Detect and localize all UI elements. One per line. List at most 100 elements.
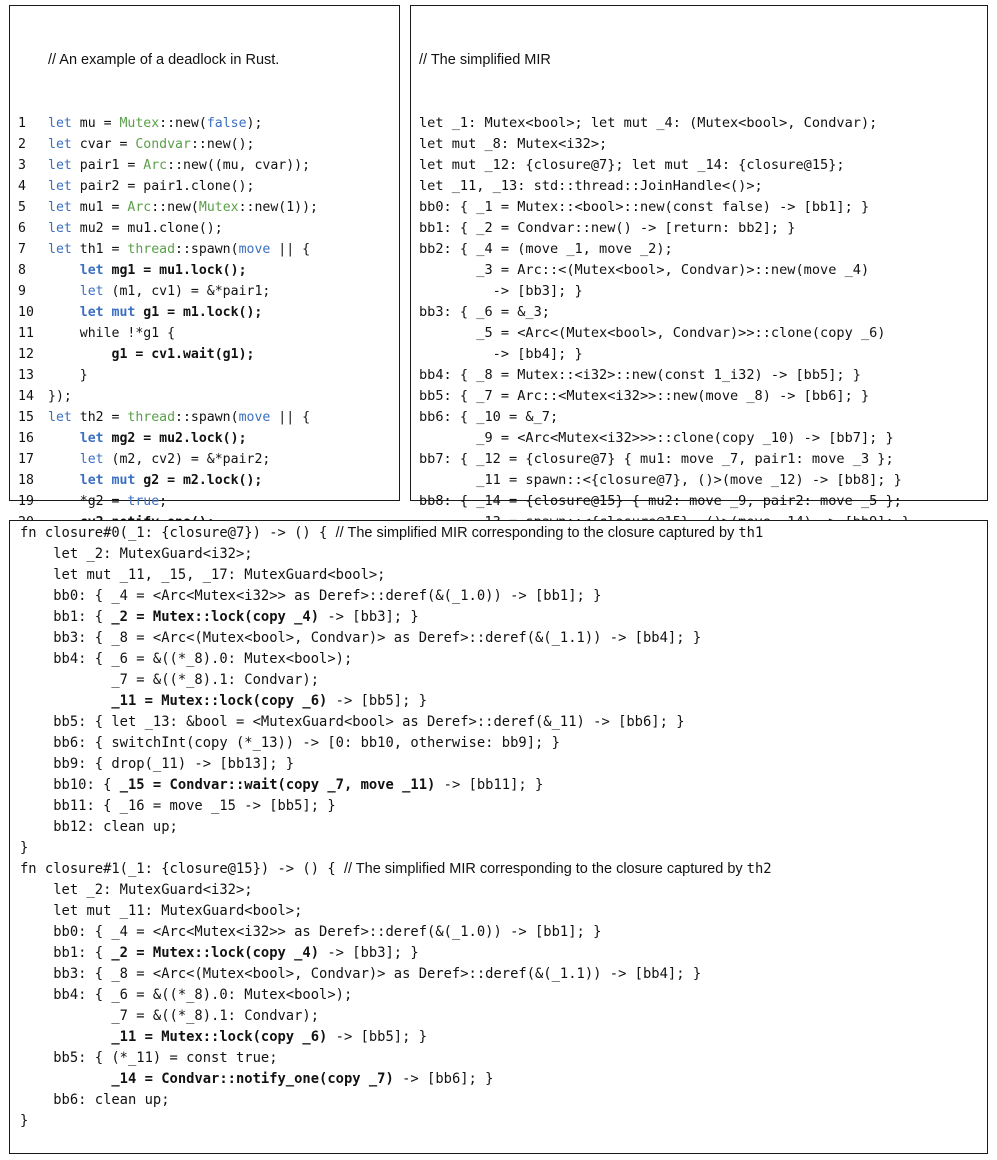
mir-code-line: _5 = <Arc<(Mutex<bool>, Condvar)>>::clon…	[419, 325, 886, 341]
code-token: bb10: {	[20, 777, 120, 793]
code-token: let	[79, 263, 104, 278]
code-token: bb3: { _8 = <Arc<(Mutex<bool>, Condvar)>…	[20, 630, 702, 646]
mir-code-comment: // The simplified MIR	[419, 50, 910, 71]
code-token: }	[20, 840, 29, 856]
code-token: _14 = Condvar::notify_one(copy _7)	[111, 1071, 394, 1087]
line-number: 18	[18, 473, 34, 488]
code-token: _15 = Condvar::wait(copy _7, move _11)	[119, 777, 436, 793]
code-token: || {	[270, 410, 311, 425]
code-token: let	[48, 179, 72, 194]
mir-code-panel: // The simplified MIR let _1: Mutex<bool…	[410, 5, 988, 593]
closure-code-line: bb10: { _15 = Condvar::wait(copy _7, mov…	[20, 775, 772, 796]
code-token	[48, 347, 112, 362]
code-token: // The simplified MIR corresponding to t…	[343, 861, 747, 877]
code-token: _11 = Mutex::lock(copy _6)	[111, 693, 328, 709]
line-number: 17	[18, 452, 34, 467]
rust-code-line: 12 g1 = cv1.wait(g1);	[18, 344, 318, 365]
code-token: *g2 =	[48, 494, 128, 509]
code-token: mg1 = mu1.lock();	[103, 263, 247, 278]
closure-code-line: bb4: { _6 = &((*_8).0: Mutex<bool>);	[20, 985, 772, 1006]
closure-code-line: let mut _11, _15, _17: MutexGuard<bool>;	[20, 565, 772, 586]
code-token: let	[48, 242, 72, 257]
line-number: 15	[18, 410, 34, 425]
line-number: 19	[18, 494, 34, 509]
closure-code-line: }	[20, 838, 772, 859]
code-token: bb0: { _4 = <Arc<Mutex<i32>> as Deref>::…	[20, 588, 602, 604]
code-token: mu1 =	[71, 200, 128, 215]
code-token: mg2 = mu2.lock();	[103, 431, 247, 446]
code-token: ;	[159, 494, 168, 509]
closure-code-line: bb6: { switchInt(copy (*_13)) -> [0: bb1…	[20, 733, 772, 754]
code-token: -> [bb11]; }	[435, 777, 544, 793]
rust-code-line: 19 *g2 = true;	[18, 491, 318, 512]
code-token: _2 = Mutex::lock(copy _4)	[111, 609, 320, 625]
closure-code-line: _7 = &((*_8).1: Condvar);	[20, 1006, 772, 1027]
code-token: let	[48, 158, 72, 173]
line-number: 10	[18, 305, 34, 320]
closure-code-line: bb1: { _2 = Mutex::lock(copy _4) -> [bb3…	[20, 607, 772, 628]
line-number: 2	[18, 137, 26, 152]
line-number: 8	[18, 263, 26, 278]
closure-code-line: _11 = Mutex::lock(copy _6) -> [bb5]; }	[20, 1027, 772, 1048]
code-token: -> [bb6]; }	[393, 1071, 494, 1087]
code-token: let	[48, 137, 72, 152]
line-number: 5	[18, 200, 26, 215]
mir-code-line: bb0: { _1 = Mutex::<bool>::new(const fal…	[419, 199, 870, 215]
code-token: ::new();	[190, 137, 255, 152]
code-token: mu =	[71, 116, 120, 131]
line-number: 11	[18, 326, 34, 341]
code-token: th1	[738, 525, 764, 541]
closure-code-line: bb0: { _4 = <Arc<Mutex<i32>> as Deref>::…	[20, 586, 772, 607]
mir-code-line: bb3: { _6 = &_3;	[419, 304, 550, 320]
code-token: bb3: { _8 = <Arc<(Mutex<bool>, Condvar)>…	[20, 966, 702, 982]
code-token: -> [bb5]; }	[327, 693, 428, 709]
code-token: let _2: MutexGuard<i32>;	[20, 546, 253, 562]
code-token: bb9: { drop(_11) -> [bb13]; }	[20, 756, 295, 772]
closure-code-line: _7 = &((*_8).1: Condvar);	[20, 670, 772, 691]
closure-code-line: _11 = Mutex::lock(copy _6) -> [bb5]; }	[20, 691, 772, 712]
code-token: let	[48, 116, 72, 131]
mir-code-line: _3 = Arc::<(Mutex<bool>, Condvar)>::new(…	[419, 262, 870, 278]
code-token: true	[127, 494, 160, 509]
code-token: Arc	[127, 200, 152, 215]
closure-code-line: bb3: { _8 = <Arc<(Mutex<bool>, Condvar)>…	[20, 628, 772, 649]
code-token: _2 = Mutex::lock(copy _4)	[111, 945, 320, 961]
code-token: });	[48, 389, 72, 404]
code-token	[48, 473, 80, 488]
code-token	[20, 1071, 111, 1087]
code-token	[48, 452, 80, 467]
rust-code-line: 14});	[18, 386, 318, 407]
line-number: 3	[18, 158, 26, 173]
code-token: bb1: {	[20, 609, 112, 625]
code-token: ::spawn(	[175, 410, 239, 425]
mir-comment-text: // The simplified MIR	[419, 52, 551, 68]
line-number: 1	[18, 116, 26, 131]
code-token: g2 = m2.lock();	[135, 473, 263, 488]
rust-code-line: 17 let (m2, cv2) = &*pair2;	[18, 449, 318, 470]
code-token	[48, 284, 80, 299]
code-token: bb6: { switchInt(copy (*_13)) -> [0: bb1…	[20, 735, 560, 751]
code-token: th2 =	[71, 410, 128, 425]
mir-code-line: let _1: Mutex<bool>; let mut _4: (Mutex<…	[419, 115, 878, 131]
mir-code-line: bb2: { _4 = (move _1, move _2);	[419, 241, 673, 257]
rust-code-line: 8 let mg1 = mu1.lock();	[18, 260, 318, 281]
closure-code-line: bb0: { _4 = <Arc<Mutex<i32>> as Deref>::…	[20, 922, 772, 943]
code-token: bb0: { _4 = <Arc<Mutex<i32>> as Deref>::…	[20, 924, 602, 940]
code-token: false	[206, 116, 247, 131]
code-token: ::new((mu, cvar));	[167, 158, 311, 173]
mir-code-line: bb1: { _2 = Condvar::new() -> [return: b…	[419, 220, 796, 236]
code-token: }	[48, 368, 88, 383]
closure-code-line: bb4: { _6 = &((*_8).0: Mutex<bool>);	[20, 649, 772, 670]
rust-code-line: 18 let mut g2 = m2.lock();	[18, 470, 318, 491]
closure-code-line: _14 = Condvar::notify_one(copy _7) -> [b…	[20, 1069, 772, 1090]
mir-code-line: bb4: { _8 = Mutex::<i32>::new(const 1_i3…	[419, 367, 861, 383]
code-token: let	[48, 221, 72, 236]
code-token	[48, 305, 80, 320]
closure-code-line: let mut _11: MutexGuard<bool>;	[20, 901, 772, 922]
code-token: Mutex	[198, 200, 239, 215]
